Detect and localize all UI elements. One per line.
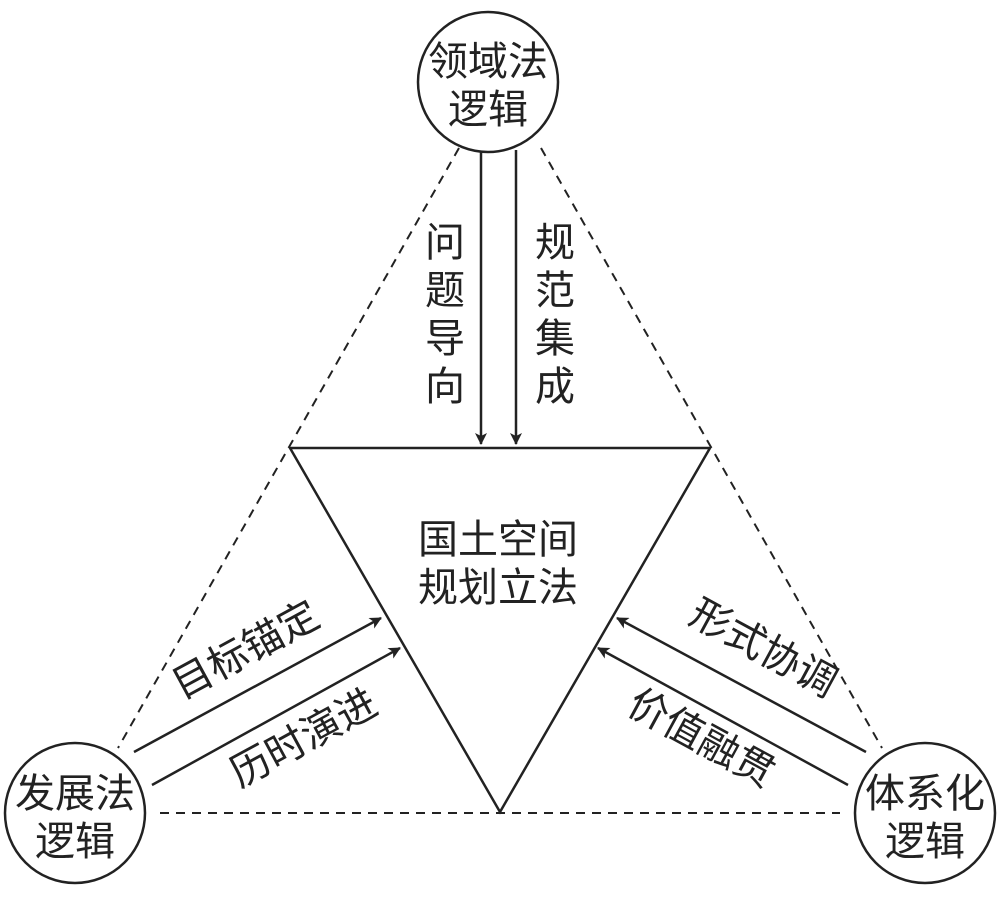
label-norm-integration-char-3: 集	[535, 316, 575, 362]
label-problem-oriented-char-1: 问	[425, 220, 465, 266]
label-formal-coordination: 形式协调	[682, 590, 845, 707]
arrow-goal-anchoring	[133, 616, 382, 754]
center-label-line1: 国土空间	[418, 517, 578, 563]
label-problem-oriented-char-3: 导	[425, 316, 465, 362]
node-development-law-logic: 发展法 逻辑	[3, 741, 147, 885]
node-domain-law-logic: 领域法 逻辑	[416, 10, 560, 154]
label-diachronic-evolution: 历时演进	[223, 680, 386, 797]
arrow-formal-coordination	[616, 616, 867, 754]
label-problem-oriented-char-4: 向	[425, 364, 465, 410]
dashed-edge-top-right	[540, 147, 883, 749]
center-inverted-triangle	[287, 446, 713, 815]
label-value-coherence: 价值融贯	[620, 680, 783, 797]
label-norm-integration-char-2: 范	[535, 268, 575, 314]
label-norm-integration-char-1: 规	[535, 220, 575, 266]
node-top-line2: 逻辑	[448, 87, 528, 133]
dashed-edge-top-left	[117, 147, 460, 749]
node-bottom-left-line1: 发展法	[15, 771, 135, 817]
node-bottom-right-line2: 逻辑	[885, 819, 965, 865]
label-norm-integration-char-4: 成	[535, 364, 575, 410]
node-top-line1: 领域法	[428, 39, 548, 85]
arrow-value-coherence	[597, 646, 849, 787]
node-bottom-right-line1: 体系化	[865, 771, 985, 817]
node-systematization-logic: 体系化 逻辑	[853, 741, 997, 885]
label-problem-oriented-char-2: 题	[425, 268, 465, 314]
center-label-line2: 规划立法	[418, 565, 578, 611]
node-bottom-left-line2: 逻辑	[35, 819, 115, 865]
arrow-diachronic-evolution	[151, 646, 401, 787]
